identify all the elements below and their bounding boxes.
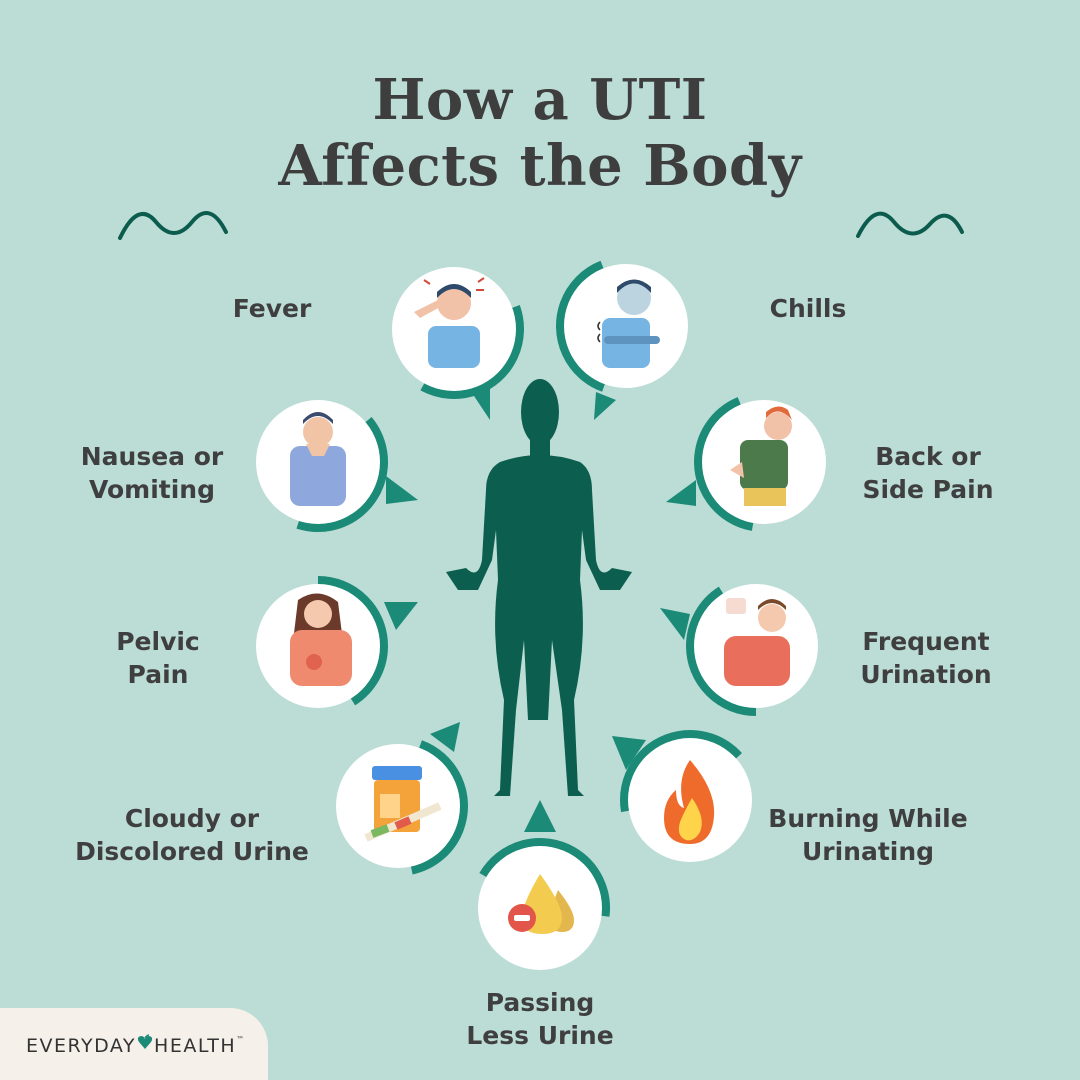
label-chills: Chills xyxy=(769,294,847,323)
bubble-nausea xyxy=(248,392,418,532)
label-fever: Fever xyxy=(232,294,312,323)
bubble-chills xyxy=(556,256,696,420)
shivering-person-icon xyxy=(597,279,660,368)
feverish-person-icon xyxy=(414,277,485,368)
bubble-less-urine xyxy=(470,800,610,978)
bubble-frequent xyxy=(660,576,826,716)
bubble-pelvic xyxy=(248,576,418,716)
urine-sample-cup-icon xyxy=(364,766,442,842)
wave-decoration-right xyxy=(856,211,964,238)
page-title-line-1: How a UTI xyxy=(372,67,708,133)
body-silhouette-icon xyxy=(446,379,632,796)
urine-drops-icon xyxy=(508,874,574,934)
bubble-fever xyxy=(384,259,524,420)
brand-logo-panel xyxy=(0,1008,268,1080)
frequent-urination-person-icon xyxy=(724,598,790,686)
back-pain-person-icon xyxy=(730,406,792,506)
bubble-cloudy xyxy=(328,722,468,876)
bubble-back-pain xyxy=(666,392,834,532)
nauseous-person-icon xyxy=(290,412,346,506)
pelvic-pain-person-icon xyxy=(290,593,352,686)
heart-icon xyxy=(137,1034,153,1049)
wave-decoration-left xyxy=(118,211,228,240)
bubble-burning xyxy=(612,730,760,870)
page-title-line-2: Affects the Body xyxy=(278,133,802,199)
flame-icon xyxy=(664,760,715,844)
